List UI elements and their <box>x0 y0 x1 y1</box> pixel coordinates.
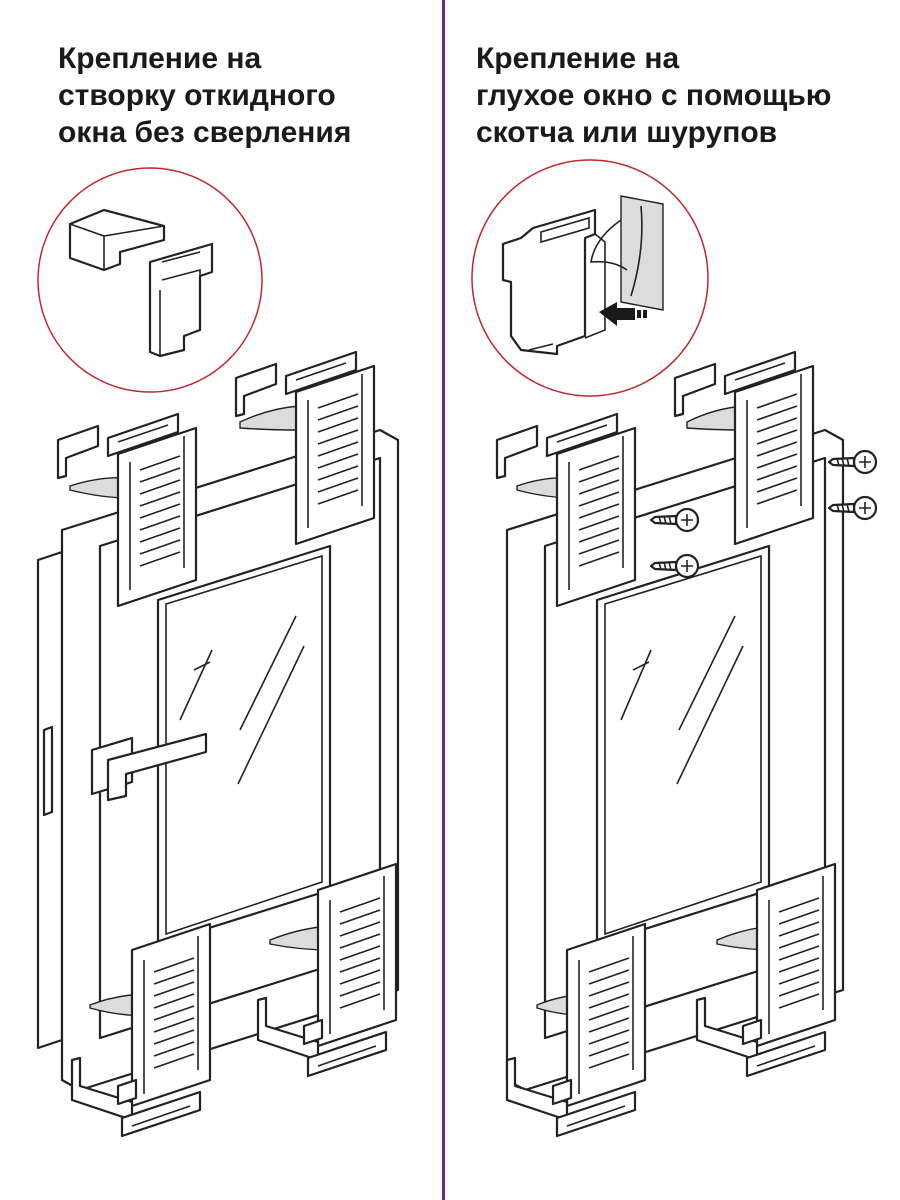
left-title-line-2: створку откидного <box>58 79 336 112</box>
arrow-icon <box>599 302 635 326</box>
inset-detail-right <box>471 159 709 397</box>
right-panel-title: Крепление на глухое окно с помощью скотч… <box>476 40 831 151</box>
window-handle-icon <box>90 732 208 802</box>
left-title-line-3: окна без сверления <box>58 116 352 149</box>
inset-detail-left <box>37 167 263 393</box>
left-illustration <box>36 167 400 1138</box>
right-title-line-1: Крепление на <box>476 42 680 75</box>
left-panel-title: Крепление на створку откидного окна без … <box>58 40 351 151</box>
right-title-line-3: скотча или шурупов <box>476 116 778 149</box>
left-title-line-1: Крепление на <box>58 42 262 75</box>
right-title-line-2: глухое окно с помощью <box>476 79 832 112</box>
panel-divider <box>442 0 445 1200</box>
right-illustration <box>471 159 878 1138</box>
